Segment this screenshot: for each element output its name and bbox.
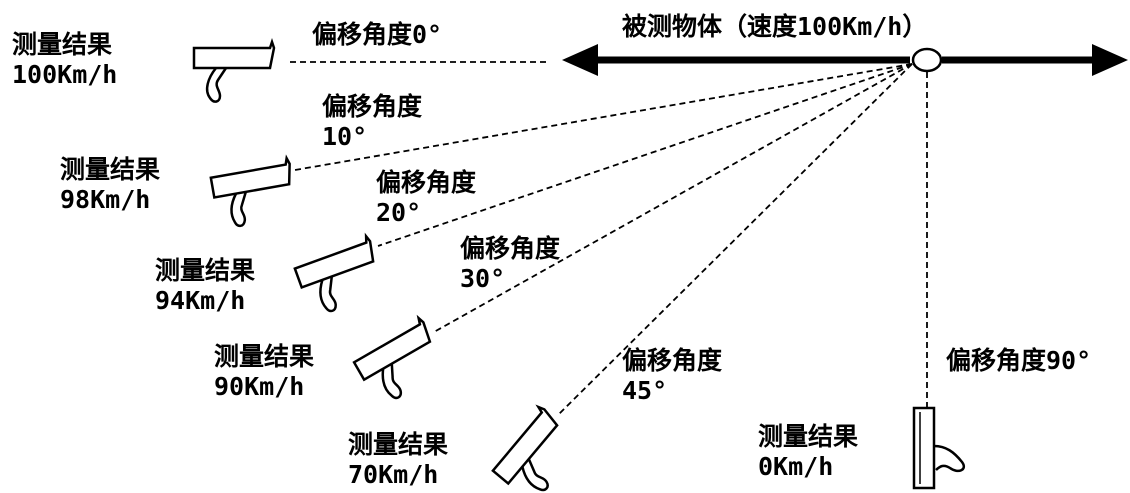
result-30: 测量结果 90Km/h xyxy=(214,342,314,402)
radar-gun-icon-20 xyxy=(291,234,390,320)
result-20: 测量结果 94Km/h xyxy=(155,256,255,316)
angle-caption-30: 偏移角度 30° xyxy=(460,234,560,294)
result-value: 94Km/h xyxy=(155,286,246,315)
object-label: 被测物体（速度100Km/h） xyxy=(622,12,928,41)
left-arrowhead xyxy=(562,44,598,76)
right-arrowhead xyxy=(1092,44,1128,76)
result-label: 测量结果 xyxy=(60,155,161,184)
angle-caption-20: 偏移角度 20° xyxy=(376,168,476,228)
angle-caption-text: 偏移角度 xyxy=(322,92,423,121)
beam-10-deg xyxy=(294,63,913,171)
result-0: 测量结果 100Km/h xyxy=(12,30,117,90)
angle-caption-10: 偏移角度 10° xyxy=(322,92,422,152)
result-10: 测量结果 98Km/h xyxy=(60,155,160,215)
result-label: 测量结果 xyxy=(758,422,859,451)
angle-value: 10° xyxy=(322,122,368,151)
result-value: 70Km/h xyxy=(348,460,439,489)
beam-lines xyxy=(290,61,928,416)
result-label: 测量结果 xyxy=(348,430,449,459)
angle-caption-45: 偏移角度 45° xyxy=(622,346,722,406)
result-label: 测量结果 xyxy=(214,342,315,371)
object-group xyxy=(562,44,1128,76)
angle-caption-0: 偏移角度0° xyxy=(312,20,443,49)
radar-gun-icon-0 xyxy=(192,38,276,103)
angle-caption-90: 偏移角度90° xyxy=(946,346,1092,375)
beam-20-deg xyxy=(377,63,913,247)
angle-caption-text: 偏移角度 xyxy=(376,168,477,197)
radar-gun-icon-45 xyxy=(487,404,586,493)
result-value: 100Km/h xyxy=(12,60,118,89)
radar-gun-icon-30 xyxy=(349,315,451,410)
result-label: 测量结果 xyxy=(12,30,113,59)
result-label: 测量结果 xyxy=(155,256,256,285)
result-45: 测量结果 70Km/h xyxy=(348,430,448,490)
result-90: 测量结果 0Km/h xyxy=(758,422,858,482)
angle-value: 45° xyxy=(622,376,668,405)
measured-object-circle xyxy=(911,47,943,73)
beam-30-deg xyxy=(433,63,913,333)
radar-gun-icon-10 xyxy=(208,156,300,231)
angle-caption-text: 偏移角度 xyxy=(460,234,561,263)
result-value: 0Km/h xyxy=(758,452,834,481)
result-value: 98Km/h xyxy=(60,185,151,214)
angle-value: 30° xyxy=(460,264,506,293)
radar-guns xyxy=(192,38,966,493)
beam-45-deg xyxy=(557,63,913,416)
result-value: 90Km/h xyxy=(214,372,305,401)
angle-caption-text: 偏移角度 xyxy=(622,346,723,375)
angle-value: 20° xyxy=(376,198,422,227)
radar-gun-icon-90 xyxy=(912,406,966,490)
